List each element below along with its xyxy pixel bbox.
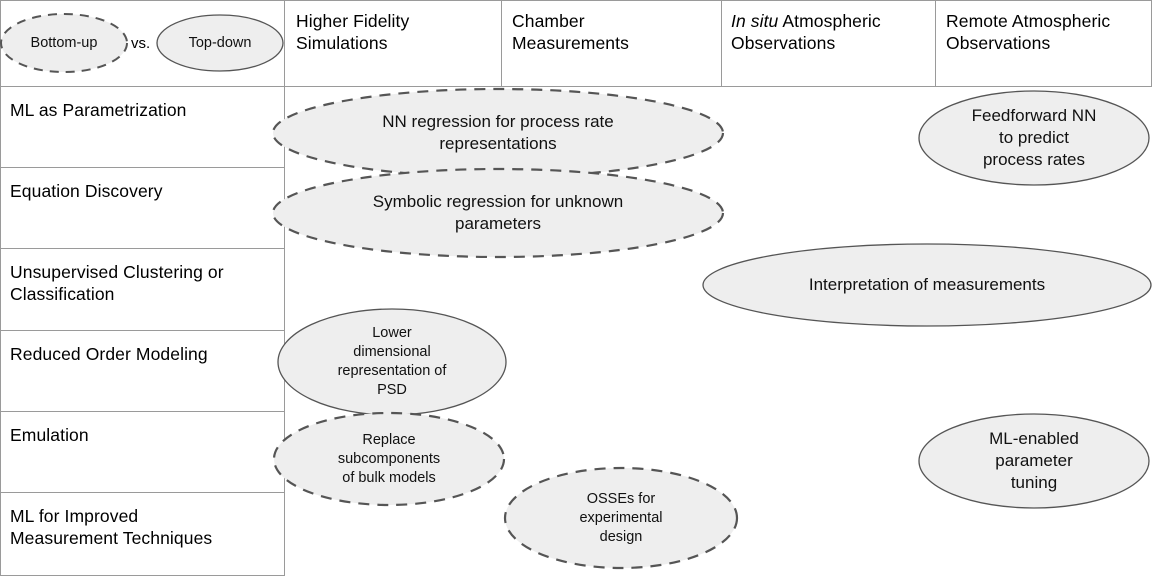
legend-vs-label: vs. xyxy=(131,35,151,52)
grid-row-sep-5 xyxy=(0,492,285,493)
grid-divider-col1 xyxy=(284,0,285,86)
column-header-label: Remote Atmospheric Observations xyxy=(946,11,1111,53)
grid-line-header-top xyxy=(0,0,1152,1)
grid-edge-left xyxy=(0,0,1,575)
ellipse-osses-for-experimental-design: OSSEs for experimental design xyxy=(503,466,739,570)
ellipse-nn-regression-for-process-rate-representations: NN regression for process rate represent… xyxy=(271,87,725,179)
ellipse-label: Interpretation of measurements xyxy=(808,275,1046,294)
grid-divider-col2 xyxy=(501,0,502,86)
row-label-reduced-order-modeling: Reduced Order Modeling xyxy=(10,343,280,365)
row-label-text: ML as Parametrization xyxy=(10,100,187,120)
column-header-label: Chamber Measurements xyxy=(512,11,629,53)
column-header-label-italic: In situ xyxy=(731,11,779,31)
column-header-remote-atmospheric-observations: Remote Atmospheric Observations xyxy=(946,10,1151,54)
grid-row-sep-4 xyxy=(0,411,285,412)
column-header-chamber-measurements: Chamber Measurements xyxy=(512,10,712,54)
row-label-unsupervised-clustering-or-classification: Unsupervised Clustering or Classificatio… xyxy=(10,261,280,305)
column-header-in-situ-atmospheric-observations: In situ Atmospheric Observations xyxy=(731,10,931,54)
grid-row-sep-1 xyxy=(0,167,285,168)
row-label-text: Emulation xyxy=(10,425,89,445)
grid-row-sep-2 xyxy=(0,248,285,249)
legend-label-bottom-up: Bottom-up xyxy=(30,34,98,51)
ellipse-replace-subcomponents-of-bulk-models: Replace subcomponents of bulk models xyxy=(272,411,506,507)
legend-ellipse-bottom-up: Bottom-up xyxy=(0,13,128,73)
row-label-emulation: Emulation xyxy=(10,424,280,446)
row-label-text: ML for Improved Measurement Techniques xyxy=(10,506,213,548)
ellipse-label: Symbolic regression for unknown paramete… xyxy=(372,192,624,233)
column-header-label-line2: Observations xyxy=(731,33,836,53)
ellipse-ml-enabled-parameter-tuning: ML-enabled parameter tuning xyxy=(918,413,1150,509)
column-header-label: Higher Fidelity Simulations xyxy=(296,11,410,53)
grid-divider-col3 xyxy=(721,0,722,86)
row-label-ml-for-improved-measurement-techniques: ML for Improved Measurement Techniques xyxy=(10,505,280,549)
grid-line-header-bottom xyxy=(0,86,1152,87)
ellipse-symbolic-regression-for-unknown-parameters: Symbolic regression for unknown paramete… xyxy=(271,167,725,259)
ellipse-label: Replace subcomponents of bulk models xyxy=(337,431,441,486)
row-label-ml-as-parametrization: ML as Parametrization xyxy=(10,99,280,121)
row-label-text: Reduced Order Modeling xyxy=(10,344,208,364)
legend-ellipse-top-down: Top-down xyxy=(156,14,284,72)
ellipse-label: ML-enabled parameter tuning xyxy=(989,429,1079,492)
grid-row-sep-3 xyxy=(0,330,285,331)
column-header-higher-fidelity-simulations: Higher Fidelity Simulations xyxy=(296,10,491,54)
ellipse-label: Lower dimensional representation of PSD xyxy=(337,325,447,398)
ellipse-label: OSSEs for experimental design xyxy=(579,490,663,545)
grid-divider-col4 xyxy=(935,0,936,86)
ellipse-feedforward-nn-to-predict-process-rates: Feedforward NN to predict process rates xyxy=(918,90,1150,186)
ellipse-interpretation-of-measurements: Interpretation of measurements xyxy=(702,243,1152,327)
row-label-text: Equation Discovery xyxy=(10,181,163,201)
row-label-text: Unsupervised Clustering or Classificatio… xyxy=(10,262,224,304)
row-label-equation-discovery: Equation Discovery xyxy=(10,180,280,202)
ellipse-lower-dimensional-representation-of-psd: Lower dimensional representation of PSD xyxy=(277,308,507,416)
legend-label-top-down: Top-down xyxy=(188,34,252,51)
ellipse-label: Feedforward NN to predict process rates xyxy=(971,106,1097,169)
column-header-label-rest: Atmospheric xyxy=(778,11,881,31)
ellipse-label: NN regression for process rate represent… xyxy=(382,112,614,153)
